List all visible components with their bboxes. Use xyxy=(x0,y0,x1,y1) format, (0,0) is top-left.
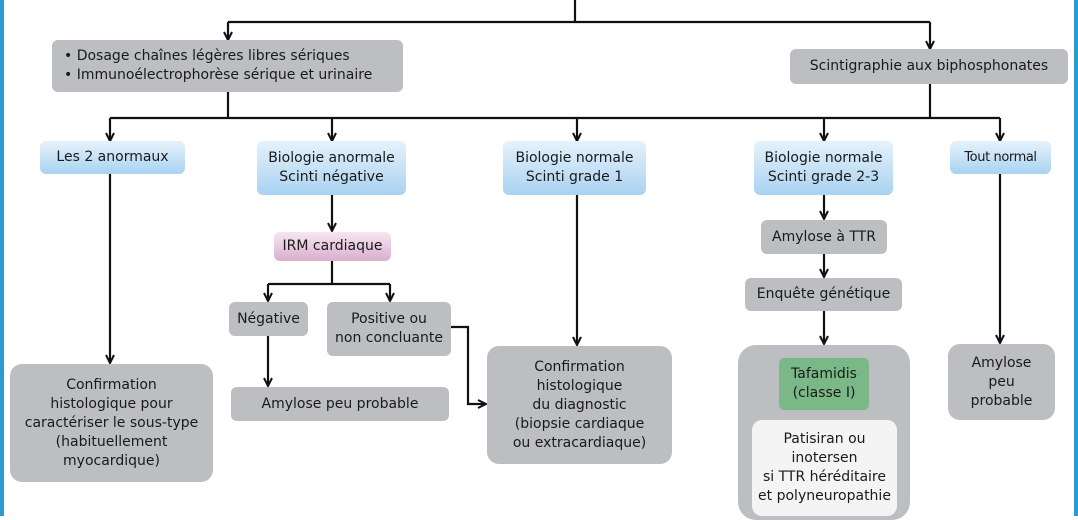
node-amylose-peu-probable-mid: Amylose peu probable xyxy=(231,387,449,421)
node-confirm-mid-line-3: du diagnostic xyxy=(532,396,627,413)
node-tafamidis-line-2: (classe I) xyxy=(792,385,856,401)
node-tout-normal-line-1: Tout normal xyxy=(964,150,1037,165)
node-dosage-line-2: • Immunoélectrophorèse sérique et urinai… xyxy=(64,67,373,83)
arrow-positive-confirm xyxy=(451,325,486,404)
node-enquete-genetique: Enquête génétique xyxy=(745,278,902,311)
node-negative-line-1: Négative xyxy=(237,310,300,327)
node-tafamidis-line-1: Tafamidis xyxy=(791,366,857,382)
node-biologie-normale-grade-2-3-line-1: Biologie normale xyxy=(764,150,883,166)
node-confirm-left-line-5: myocardique) xyxy=(63,452,160,469)
node-patisiran-line-2: inotersen xyxy=(791,450,858,466)
node-confirm-mid-line-1: Confirmation xyxy=(534,358,625,375)
node-negative: Négative xyxy=(229,302,308,336)
node-irm-cardiaque-line-1: IRM cardiaque xyxy=(282,238,383,254)
node-positive-ou-non-concluante: Positive ou non concluante xyxy=(327,302,451,356)
node-amylose-peu-probable-right: Amylose peu probable xyxy=(948,344,1055,420)
node-confirm-left-line-4: (habituellement xyxy=(55,433,168,450)
node-biologie-normale-grade-1: Biologie normale Scinti grade 1 xyxy=(503,141,646,195)
node-les-2-anormaux: Les 2 anormaux xyxy=(40,141,185,174)
node-biologie-anormale: Biologie anormale Scinti négative xyxy=(257,141,406,195)
node-confirmation-diagnostic: Confirmation histologique du diagnostic … xyxy=(487,346,672,464)
node-biologie-normale-grade-2-3: Biologie normale Scinti grade 2-3 xyxy=(754,141,893,195)
node-les-2-anormaux-line-1: Les 2 anormaux xyxy=(56,149,169,165)
node-biologie-anormale-line-1: Biologie anormale xyxy=(268,150,395,166)
node-amylose-ttr: Amylose à TTR xyxy=(761,220,887,254)
node-tout-normal: Tout normal xyxy=(950,141,1051,174)
node-irm-cardiaque: IRM cardiaque xyxy=(274,232,391,261)
node-scintigraphie-line-1: Scintigraphie aux biphosphonates xyxy=(809,58,1049,74)
node-confirm-mid-line-5: ou extracardiaque) xyxy=(512,434,647,451)
node-confirm-mid-line-2: histologique xyxy=(536,377,623,394)
node-biologie-anormale-line-2: Scinti négative xyxy=(279,169,384,185)
node-amylose-right-line-3: probable xyxy=(970,392,1033,409)
node-confirm-left-line-2: histologique pour xyxy=(50,395,173,412)
node-positive-line-2: non concluante xyxy=(335,330,443,346)
node-scintigraphie: Scintigraphie aux biphosphonates xyxy=(790,49,1068,84)
node-amylose-peu-probable-mid-line-1: Amylose peu probable xyxy=(261,395,419,412)
node-confirm-left-line-3: caractériser le sous-type xyxy=(24,414,199,431)
node-positive-line-1: Positive ou xyxy=(351,311,427,327)
node-confirmation-sous-type: Confirmation histologique pour caractéri… xyxy=(10,364,213,482)
node-confirm-mid-line-4: (biopsie cardiaque xyxy=(514,415,645,432)
node-confirm-left-line-1: Confirmation xyxy=(66,376,157,393)
node-biologie-normale-grade-1-line-1: Biologie normale xyxy=(515,150,634,166)
node-dosage-line-1: • Dosage chaînes légères libres sériques xyxy=(64,48,350,64)
node-patisiran-line-4: et polyneuropathie xyxy=(758,488,891,504)
node-tafamidis: Tafamidis (classe I) xyxy=(779,358,869,410)
node-amylose-ttr-line-1: Amylose à TTR xyxy=(772,228,876,245)
node-biologie-normale-grade-2-3-line-2: Scinti grade 2-3 xyxy=(767,169,880,185)
node-patisiran-line-3: si TTR héréditaire xyxy=(762,469,886,485)
node-patisiran-line-1: Patisiran ou xyxy=(783,431,866,447)
node-amylose-right-line-1: Amylose xyxy=(971,354,1032,371)
node-enquete-genetique-line-1: Enquête génétique xyxy=(756,286,891,302)
node-amylose-right-line-2: peu xyxy=(988,373,1015,390)
node-biologie-normale-grade-1-line-2: Scinti grade 1 xyxy=(525,169,624,185)
node-dosage: • Dosage chaînes légères libres sériques… xyxy=(52,40,403,92)
node-patisiran: Patisiran ou inotersen si TTR héréditair… xyxy=(752,420,897,516)
